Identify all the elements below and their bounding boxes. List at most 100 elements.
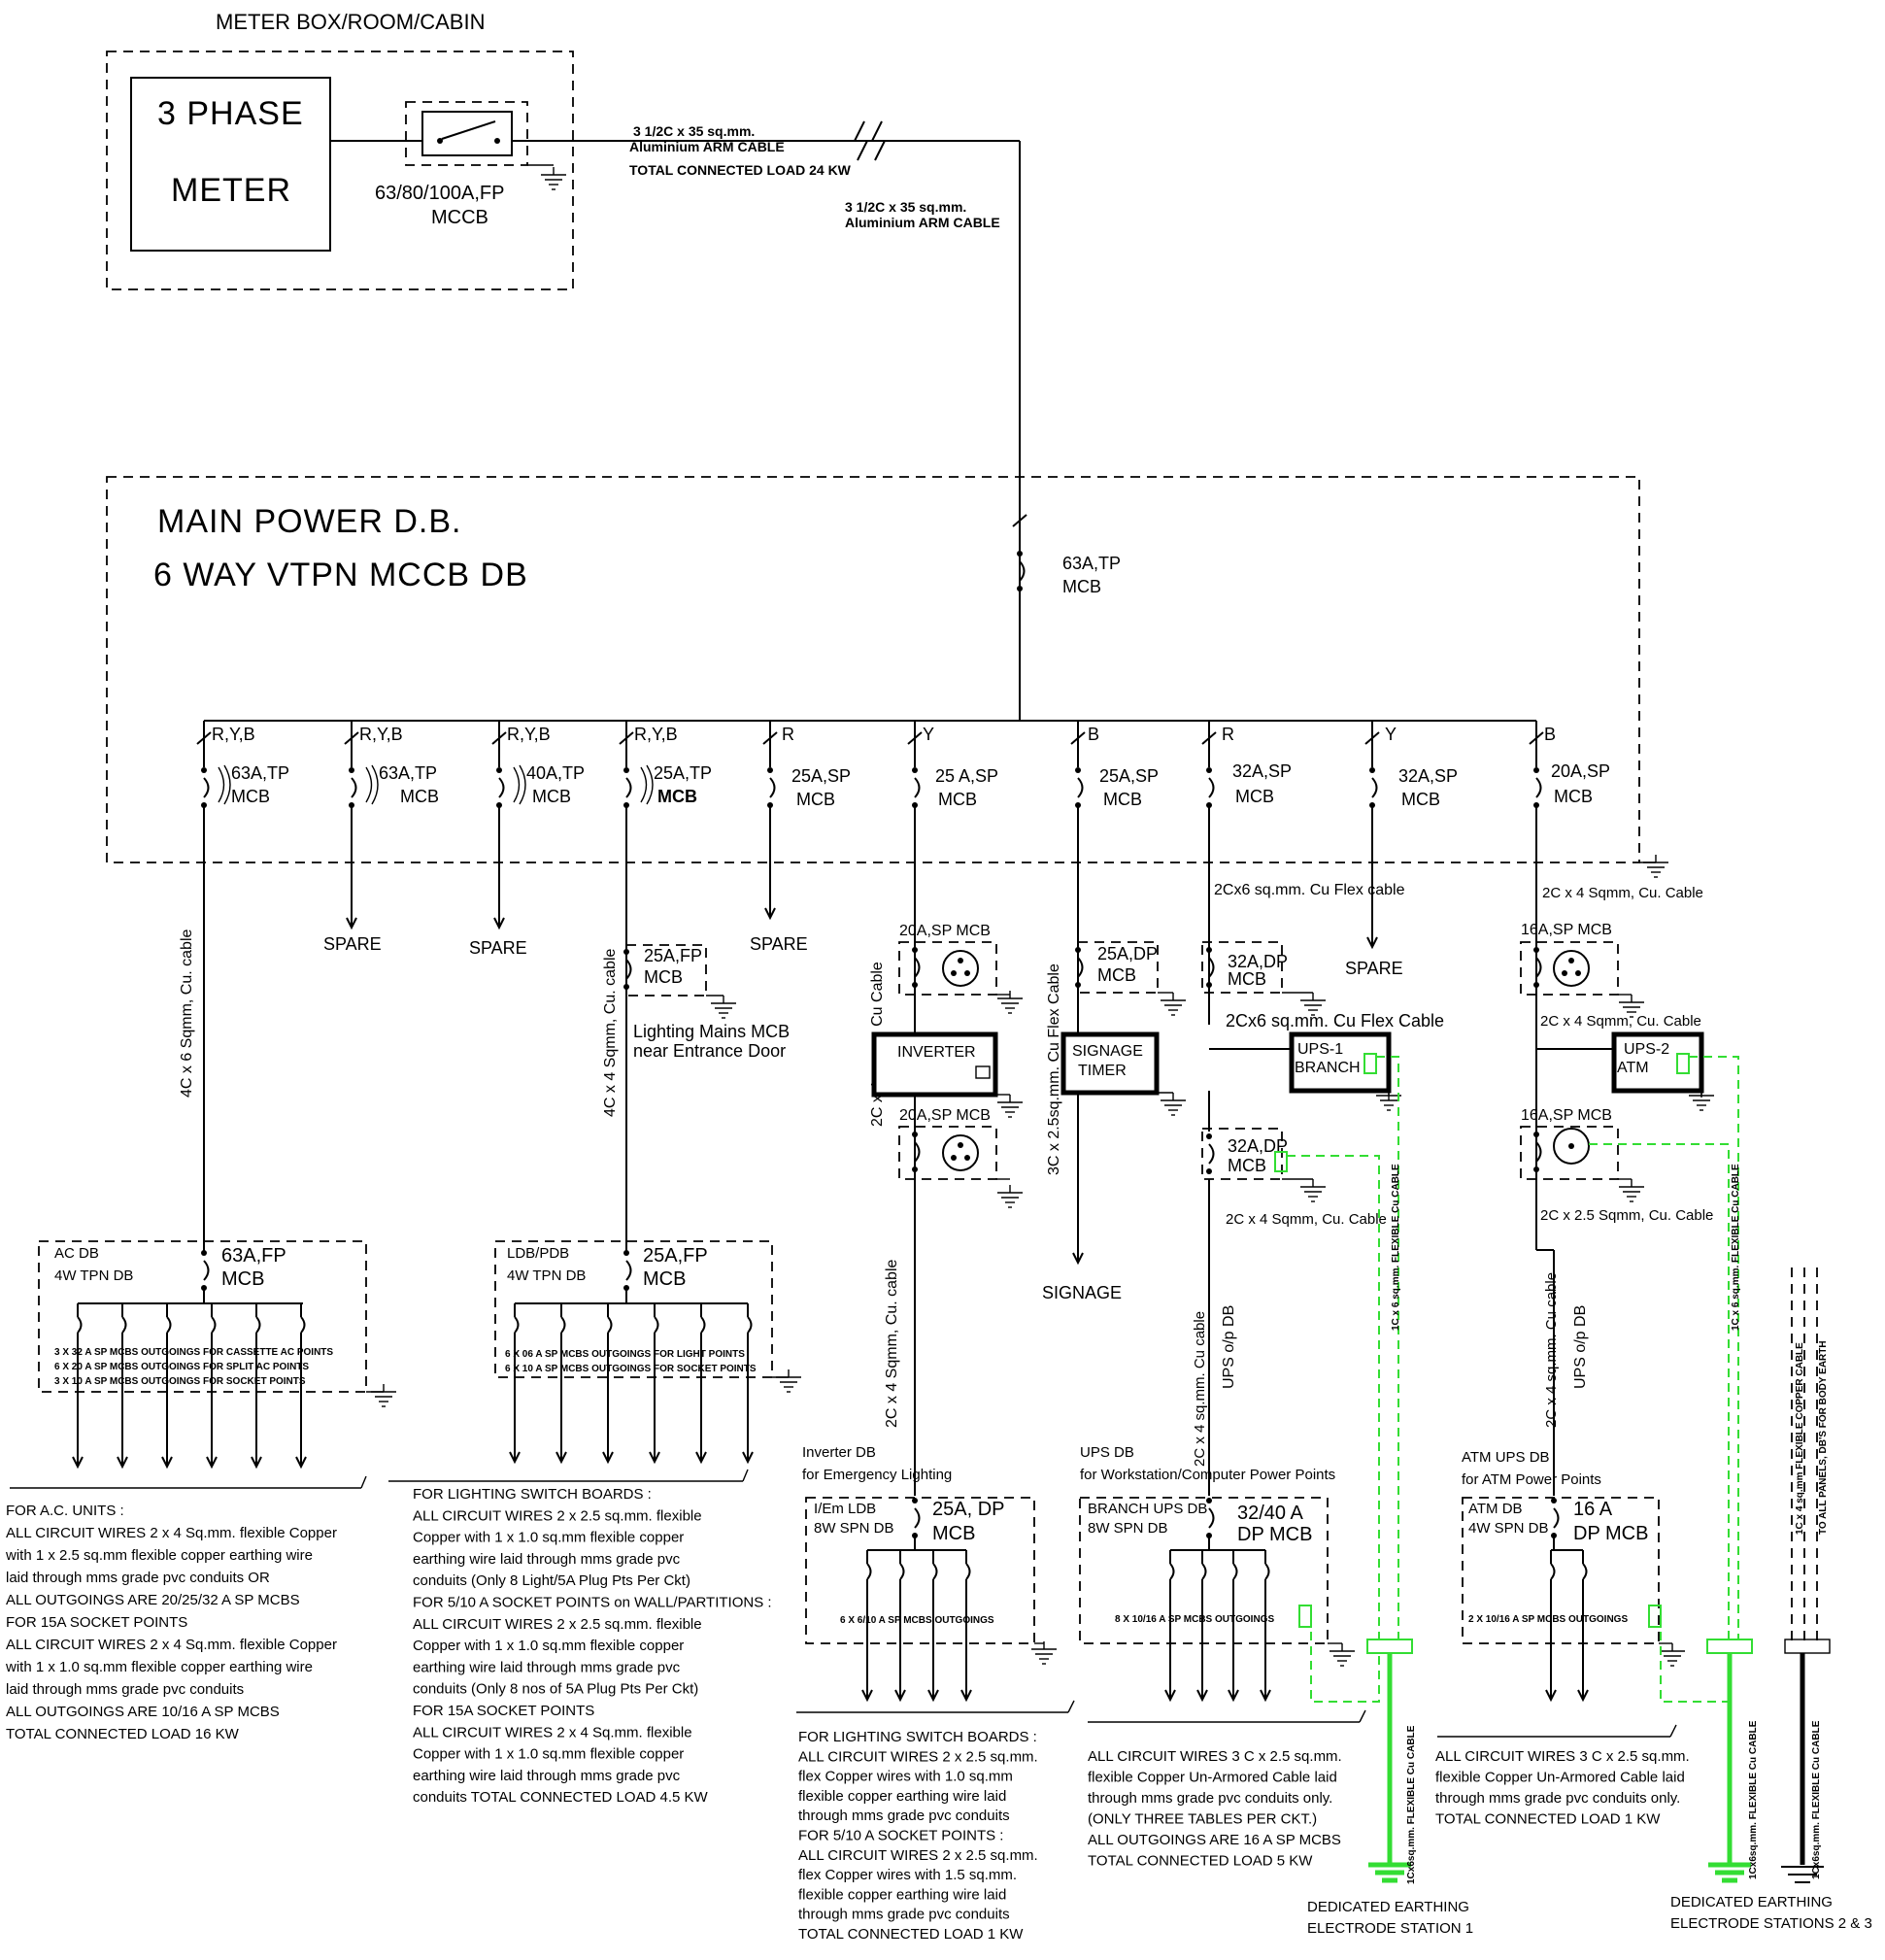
meter-breaker-rating: 63/80/100A,FP xyxy=(375,183,504,204)
note-line: ALL CIRCUIT WIRES 2 x 2.5 sq.mm. xyxy=(798,1847,1038,1864)
outgoing-way xyxy=(927,1550,939,1703)
signage-branch: 25A,DP MCB 3C x 2.5sq.mm. Cu Flex Cable … xyxy=(1042,805,1187,1302)
outgoing-way xyxy=(1545,1550,1557,1703)
svg-text:for ATM Power Points: for ATM Power Points xyxy=(1462,1471,1601,1488)
svg-text:MCB: MCB xyxy=(643,1268,686,1290)
svg-text:ATM: ATM xyxy=(1617,1060,1649,1076)
svg-text:32A,DP: 32A,DP xyxy=(1228,952,1288,971)
svg-text:25A,DP: 25A,DP xyxy=(1097,944,1158,963)
svg-text:4W TPN DB: 4W TPN DB xyxy=(54,1267,133,1284)
svg-text:6 X 10 A SP MCBS OUTGOINGS FOR: 6 X 10 A SP MCBS OUTGOINGS FOR SOCKET PO… xyxy=(505,1364,757,1374)
note-line: ALL CIRCUIT WIRES 2 x 2.5 sq.mm. flexibl… xyxy=(413,1507,702,1524)
note-line: laid through mms grade pvc conduits xyxy=(6,1681,244,1698)
svg-text:Y: Y xyxy=(1385,725,1397,744)
feeder-cable-b2: Aluminium ARM CABLE xyxy=(845,215,1000,230)
svg-text:8 X 10/16 A SP MCBS OUTGOINGS: 8 X 10/16 A SP MCBS OUTGOINGS xyxy=(1115,1614,1274,1625)
svg-text:MCB: MCB xyxy=(231,787,270,806)
note-line: TOTAL CONNECTED LOAD 1 KW xyxy=(1435,1811,1661,1828)
svg-text:25A,FP: 25A,FP xyxy=(643,1245,708,1267)
note-line: flexible Copper Un-Armored Cable laid xyxy=(1088,1770,1337,1786)
svg-text:B: B xyxy=(1088,725,1099,744)
note-line: FOR 15A SOCKET POINTS xyxy=(413,1703,594,1719)
meter-box: METER BOX/ROOM/CABIN 3 PHASE METER 63/80… xyxy=(106,10,1020,290)
svg-text:1C x 6 sq.mm. FLEXIBLE Cu CABL: 1C x 6 sq.mm. FLEXIBLE Cu CABLE xyxy=(1391,1164,1401,1331)
svg-text:4W SPN DB: 4W SPN DB xyxy=(1468,1520,1549,1537)
svg-text:MCB: MCB xyxy=(1228,1156,1266,1175)
feeder-cable-a2: Aluminium ARM CABLE xyxy=(629,139,785,154)
outgoing-way xyxy=(695,1303,707,1465)
svg-text:1C x 6 sq.mm. FLEXIBLE Cu CABL: 1C x 6 sq.mm. FLEXIBLE Cu CABLE xyxy=(1731,1164,1741,1331)
svg-text:MCB: MCB xyxy=(400,787,439,806)
svg-text:MCB: MCB xyxy=(1235,787,1274,806)
svg-text:for Emergency Lighting: for Emergency Lighting xyxy=(802,1467,952,1483)
note-line: earthing wire laid through mms grade pvc xyxy=(413,1659,681,1675)
note-line: ALL CIRCUIT WIRES 2 x 2.5 sq.mm. flexibl… xyxy=(413,1616,702,1633)
svg-text:UPS o/p DB: UPS o/p DB xyxy=(1221,1305,1237,1389)
svg-text:20A,SP MCB: 20A,SP MCB xyxy=(899,1107,991,1124)
spare-3: SPARE xyxy=(750,934,808,954)
svg-text:MCB: MCB xyxy=(221,1268,264,1290)
note-line: Copper with 1 x 1.0 sq.mm flexible coppe… xyxy=(413,1746,684,1763)
svg-text:16 A: 16 A xyxy=(1573,1499,1613,1520)
svg-text:R: R xyxy=(782,725,794,744)
note-line: ALL CIRCUIT WIRES 3 C x 2.5 sq.mm. xyxy=(1435,1748,1690,1765)
svg-text:DP MCB: DP MCB xyxy=(1573,1523,1648,1544)
meter-breaker-type: MCCB xyxy=(431,207,488,228)
outgoing-way xyxy=(72,1303,84,1470)
note-line: TOTAL CONNECTED LOAD 16 KW xyxy=(6,1726,240,1742)
outgoing-way xyxy=(1577,1550,1589,1703)
outgoing-way xyxy=(602,1303,614,1465)
inverter-label: INVERTER xyxy=(897,1044,976,1061)
feeder-total-load: TOTAL CONNECTED LOAD 24 KW xyxy=(629,162,852,178)
note-line: ALL OUTGOINGS ARE 16 A SP MCBS xyxy=(1088,1832,1341,1848)
outgoing-way xyxy=(1228,1550,1239,1703)
svg-text:2Cx6 sq.mm. Cu Flex Cable: 2Cx6 sq.mm. Cu Flex Cable xyxy=(1226,1011,1444,1031)
main-incomer-rating: 63A,TP xyxy=(1062,554,1121,573)
svg-text:near Entrance Door: near Entrance Door xyxy=(633,1041,786,1061)
svg-text:MCB: MCB xyxy=(1097,965,1136,985)
svg-text:TO ALL PANELS, DB'S FOR BODY E: TO ALL PANELS, DB'S FOR BODY EARTH xyxy=(1818,1340,1829,1535)
note-line: through mms grade pvc conduits only. xyxy=(1088,1790,1332,1807)
way-4: R,Y,B 25A,TP MCB xyxy=(619,721,712,809)
svg-text:6 X 6/10 A SP MCBS OUTGOINGS: 6 X 6/10 A SP MCBS OUTGOINGS xyxy=(840,1615,994,1626)
svg-text:BRANCH: BRANCH xyxy=(1295,1060,1361,1076)
svg-text:UPS-2: UPS-2 xyxy=(1624,1041,1669,1058)
svg-text:AC DB: AC DB xyxy=(54,1245,99,1262)
svg-text:2C x 2.5 Sqmm, Cu. Cable: 2C x 2.5 Sqmm, Cu. Cable xyxy=(1540,1207,1713,1224)
note-line: FOR 5/10 A SOCKET POINTS : xyxy=(798,1828,1003,1844)
svg-text:25A,SP: 25A,SP xyxy=(1099,766,1159,786)
note-line: flexible copper earthing wire laid xyxy=(798,1788,1006,1805)
outgoing-way xyxy=(1164,1550,1176,1703)
main-db-title2: 6 WAY VTPN MCCB DB xyxy=(153,557,528,593)
cable-inv-out: 2C x 4 Sqmm, Cu. cable xyxy=(884,1260,900,1429)
svg-text:16A,SP MCB: 16A,SP MCB xyxy=(1521,922,1612,938)
note-line: through mms grade pvc conduits xyxy=(798,1808,1010,1824)
ac-branch: 4C x 6 Sqmm, Cu. cable AC DB 4W TPN DB 6… xyxy=(10,805,397,1489)
svg-text:2C x 4 Sqmm, Cu. Cable: 2C x 4 Sqmm, Cu. Cable xyxy=(1540,1013,1701,1030)
outgoing-way xyxy=(555,1303,567,1465)
cable-signage: 3C x 2.5sq.mm. Cu Flex Cable xyxy=(1046,963,1062,1175)
cable-ac: 4C x 6 Sqmm, Cu. cable xyxy=(179,929,195,1098)
svg-text:2Cx6 sq.mm. Cu Flex cable: 2Cx6 sq.mm. Cu Flex cable xyxy=(1214,882,1405,898)
note-line: ALL CIRCUIT WIRES 2 x 4 Sq.mm. flexible … xyxy=(6,1637,337,1653)
svg-text:1Cx6sq.mm. FLEXIBLE Cu CABLE: 1Cx6sq.mm. FLEXIBLE Cu CABLE xyxy=(1406,1725,1417,1884)
note-line: flexible copper earthing wire laid xyxy=(798,1886,1006,1903)
outgoing-way xyxy=(509,1303,521,1465)
ups2-branch: 2C x 4 Sqmm, Cu. Cable 16A,SP MCB 2C x 4… xyxy=(1437,805,1715,1738)
outgoing-way xyxy=(295,1303,307,1470)
svg-text:32A,DP: 32A,DP xyxy=(1228,1136,1288,1156)
svg-text:R,Y,B: R,Y,B xyxy=(212,725,255,744)
svg-text:for Workstation/Computer Power: for Workstation/Computer Power Points xyxy=(1080,1467,1335,1483)
outgoing-way xyxy=(960,1550,972,1703)
svg-text:Y: Y xyxy=(923,725,934,744)
outgoing-ways xyxy=(72,1303,1589,1703)
inverter-branch: 20A,SP MCB 2C x 4sq.mm. Cu Cable INVERTE… xyxy=(796,805,1075,1713)
note-line: TOTAL CONNECTED LOAD 5 KW xyxy=(1088,1853,1313,1870)
note-line: Copper with 1 x 1.0 sq.mm flexible coppe… xyxy=(413,1638,684,1654)
note-line: conduits (Only 8 nos of 5A Plug Pts Per … xyxy=(413,1681,698,1698)
main-db: MAIN POWER D.B. 6 WAY VTPN MCCB DB 63A,T… xyxy=(106,476,1669,878)
spare-2: SPARE xyxy=(469,938,527,958)
way-2: R,Y,B 63A,TP MCB SPARE xyxy=(323,721,439,954)
svg-text:2C x 4 sq.mm. Cu cable: 2C x 4 sq.mm. Cu cable xyxy=(1543,1272,1560,1428)
